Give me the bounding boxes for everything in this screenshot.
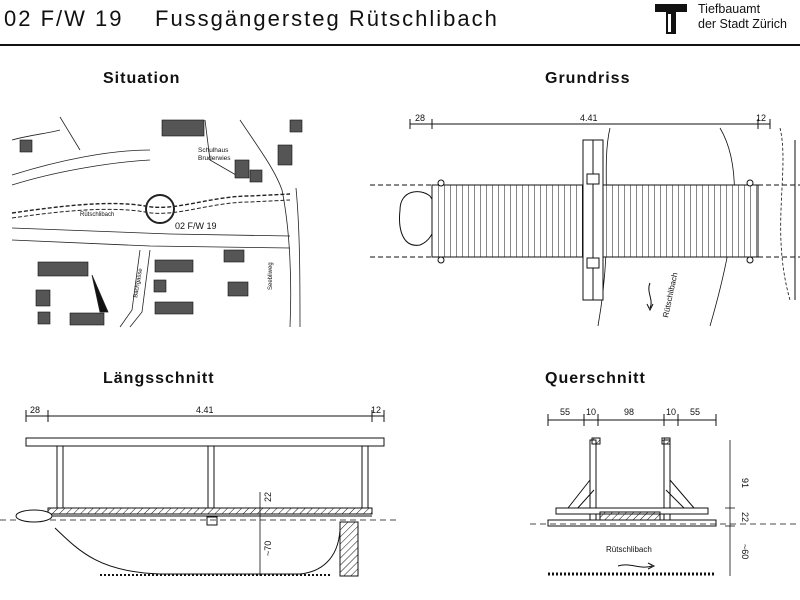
- section-title-laengsschnitt: Längsschnitt: [103, 370, 215, 387]
- map-label-school-sub: Bruderwies: [198, 155, 231, 162]
- laengsschnitt-labels: 28 4.41 12 22 ~70: [30, 405, 381, 556]
- quer-dim-4: 55: [690, 407, 700, 417]
- map-label-school: Schulhaus: [198, 147, 229, 154]
- map-label-side-street: Bachgasse: [133, 267, 144, 298]
- laengsschnitt-section: [0, 410, 400, 577]
- tiefbauamt-logo-icon: [655, 4, 687, 34]
- map-label-bridge-code: 02 F/W 19: [175, 221, 217, 231]
- org-line-1: Tiefbauamt: [698, 2, 761, 16]
- object-code: 02 F/W 19: [4, 6, 124, 31]
- page-title: Fussgängersteg Rütschlibach: [155, 6, 499, 31]
- map-label-stream: Rütschlibach: [80, 212, 114, 218]
- org-line-2: der Stadt Zürich: [698, 17, 787, 31]
- laengs-dim-span: 4.41: [196, 405, 214, 415]
- situation-map: [11, 115, 310, 328]
- organisation-name: Tiefbauamt der Stadt Zürich: [698, 2, 787, 32]
- grundriss-plan: [370, 119, 800, 327]
- page-header: 02 F/W 19 Fussgängersteg Rütschlibach Ti…: [0, 0, 800, 46]
- quer-stream-label: Rütschlibach: [606, 545, 652, 554]
- quer-dim-1: 10: [586, 407, 596, 417]
- grundriss-dim-span: 4.41: [580, 113, 598, 123]
- quer-dim-3: 10: [666, 407, 676, 417]
- quer-dim-deck: 22: [740, 512, 750, 522]
- querschnitt-labels: 55 10 98 10 55 91 22 ~60 Rütschlibach: [560, 407, 750, 559]
- laengs-dim-deck: 22: [263, 492, 273, 502]
- laengs-dim-left: 28: [30, 405, 40, 415]
- section-title-querschnitt: Querschnitt: [545, 370, 646, 387]
- map-label-main-street: Seebliweg: [268, 262, 274, 290]
- quer-dim-depth: ~60: [740, 544, 750, 559]
- section-title-grundriss: Grundriss: [545, 70, 631, 87]
- quer-dim-height: 91: [740, 478, 750, 488]
- situation-labels: Schulhaus Bruderwies Rütschlibach 02 F/W…: [80, 147, 274, 298]
- quer-dim-0: 55: [560, 407, 570, 417]
- quer-dim-2: 98: [624, 407, 634, 417]
- grundriss-stream-label: Rütschlibach: [661, 272, 679, 319]
- laengs-dim-depth: ~70: [263, 541, 273, 556]
- grundriss-dim-left: 28: [415, 113, 425, 123]
- grundriss-dim-right: 12: [756, 113, 766, 123]
- header-rule: [0, 44, 800, 46]
- laengs-dim-right: 12: [371, 405, 381, 415]
- querschnitt-section: [530, 414, 800, 576]
- section-title-situation: Situation: [103, 70, 181, 87]
